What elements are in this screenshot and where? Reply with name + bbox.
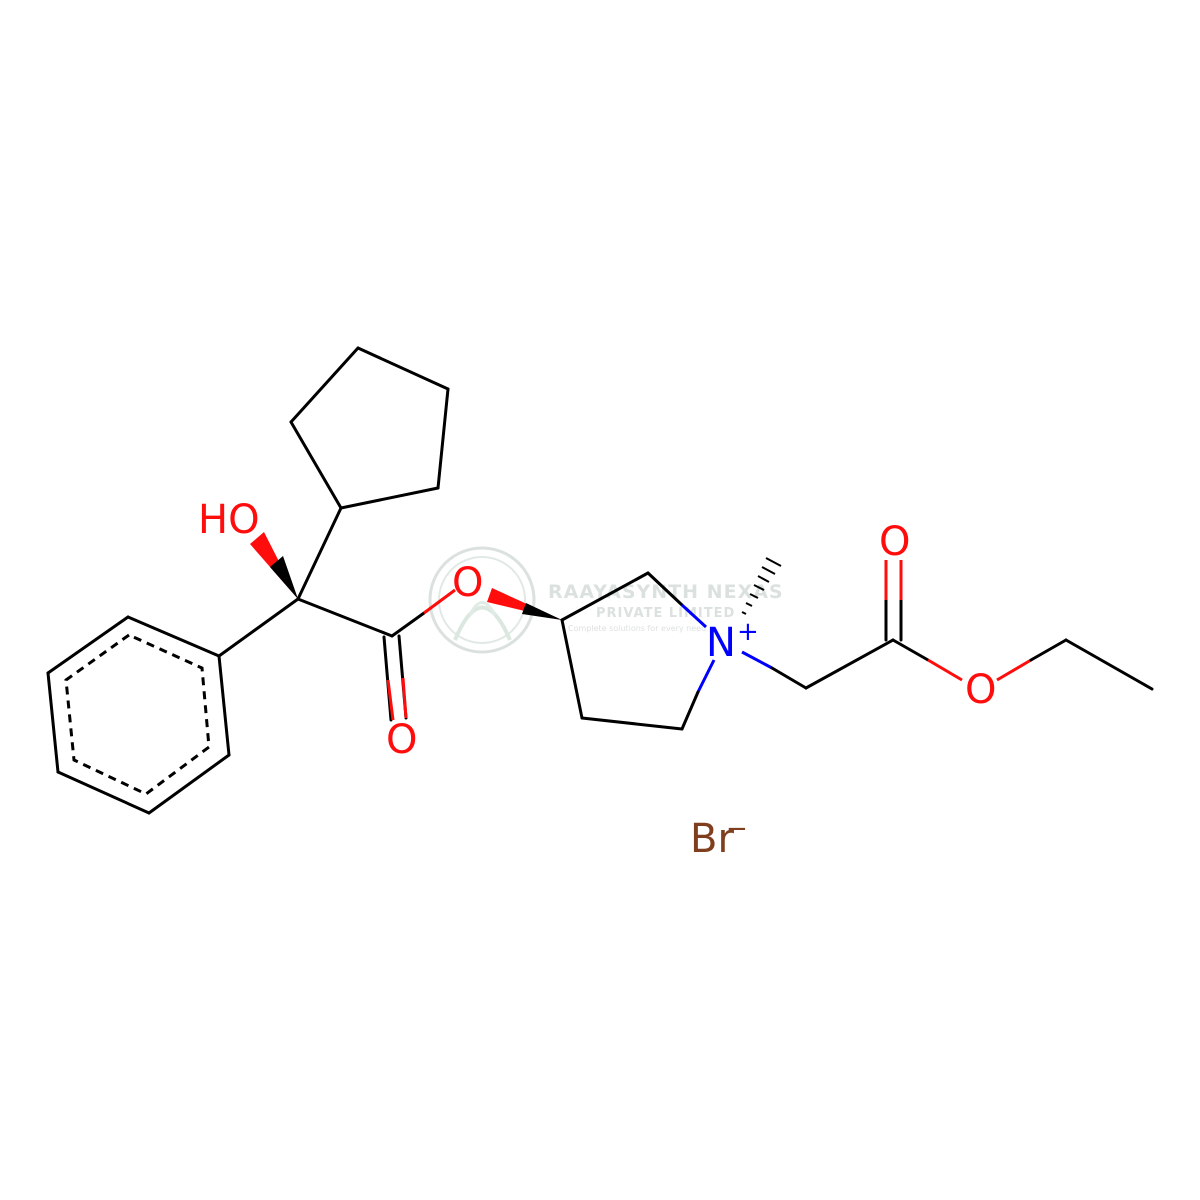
bromide-label: Br: [690, 816, 734, 862]
bond: [46, 671, 60, 774]
bond: [580, 716, 684, 731]
bond: [289, 420, 343, 510]
bond-ethyl-2: [1064, 638, 1154, 691]
bond: [126, 615, 221, 658]
wedge-bond-oh-base: [270, 556, 298, 599]
bond: [289, 346, 360, 424]
bond-carbonyl-o-segment: [386, 679, 395, 721]
wedge-bond-ester-o-base: [522, 603, 562, 620]
bond-n-to-ch2: [770, 666, 808, 690]
bond: [436, 387, 450, 490]
phenyl-ring: [46, 615, 231, 815]
bond-center-to-cyclopentyl: [296, 506, 343, 601]
bond-center-to-carbonyl: [296, 597, 394, 638]
pyrrolidine-ring: [560, 571, 716, 731]
bond: [147, 753, 231, 815]
ester-oxygen-label: O: [452, 560, 483, 606]
bond: [680, 690, 700, 731]
bond-right-ester-o-to-ethyl-segment: [996, 658, 1032, 682]
watermark: RAAYASYNTH NEXAS PRIVATE LIMITED Complet…: [428, 546, 784, 654]
carbonyl-oxygen-left-label: O: [386, 717, 417, 763]
bond-ch2-to-carbonyl: [804, 638, 895, 690]
watermark-name: RAAYASYNTH NEXAS: [548, 581, 784, 603]
bond-ester-o-segment: [423, 588, 456, 615]
bond: [56, 770, 151, 815]
bond: [339, 486, 440, 510]
watermark-logo-icon: [428, 546, 536, 654]
bond-n-to-ch2-segment: [741, 650, 773, 670]
ester-oxygen-right-label: O: [965, 667, 996, 713]
watermark-logo-leaf-icon: [468, 601, 497, 616]
bond-phenyl-to-center: [217, 597, 300, 658]
bond: [646, 571, 684, 607]
watermark-logo-arch-icon: [453, 605, 512, 641]
hydroxyl-label: HO: [198, 497, 260, 543]
bond: [46, 615, 130, 675]
nitrogen-label: N: [706, 620, 736, 666]
watermark-tagline: Complete solutions for every need: [568, 624, 706, 633]
bond-n-segment: [680, 603, 708, 629]
bond-right-ester-o-segment: [927, 658, 963, 682]
cyclopentyl-ring: [289, 346, 450, 510]
watermark-line2: PRIVATE LIMITED: [596, 606, 735, 621]
nitrogen-charge-label: +: [737, 617, 759, 647]
bond-carbonyl-o-segment-2: [401, 677, 408, 719]
bond: [217, 654, 231, 757]
bond: [560, 618, 584, 720]
bond: [356, 346, 450, 391]
bond-ethyl-1: [1029, 638, 1068, 662]
bond-n-segment: [696, 659, 716, 693]
carbonyl-oxygen-right-label: O: [879, 519, 910, 565]
bond: [560, 571, 650, 622]
bond-carbonyl-to-right-ester-o: [891, 638, 930, 662]
watermark-logo-inner-icon: [438, 556, 526, 644]
aromatic-ring-dashes: [64, 633, 211, 796]
bromide-charge-label: −: [726, 814, 748, 844]
bond-carbonyl-to-ester-o: [390, 611, 426, 638]
hashed-wedge-methyl: [741, 557, 782, 615]
